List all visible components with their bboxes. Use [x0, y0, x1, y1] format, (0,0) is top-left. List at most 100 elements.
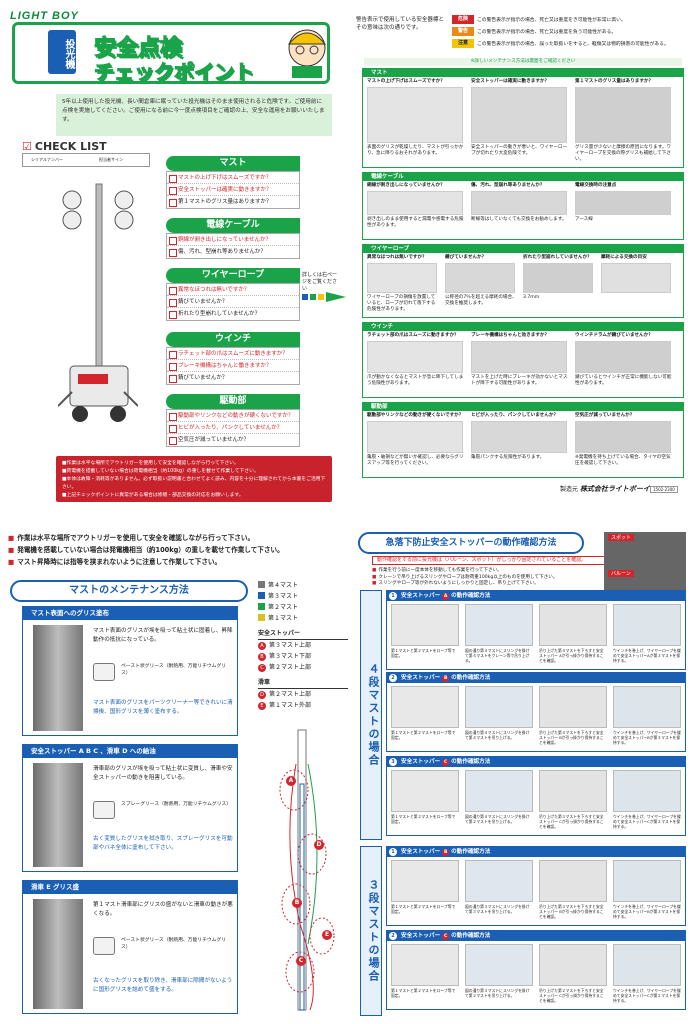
step-caption: ウインチを巻上げ、ワイヤーロープを緩めて安全ストッパーBが第３マストを保持する。 [613, 730, 681, 746]
document-code: 1502-2300 [650, 486, 678, 493]
mascot-illustration [287, 29, 327, 78]
checklist-item[interactable]: 傷、汚れ、型崩れ等ありませんか？ [167, 246, 299, 258]
checklist-item[interactable]: ヒビが入ったり、パンクしていませんか？ [167, 422, 299, 434]
balloon-label: バルーン [608, 570, 634, 577]
checklist-section-title: ウインチ [166, 332, 300, 347]
step-photo [391, 686, 459, 728]
mast-cross-section-diagram [279, 729, 335, 1011]
step-photo [539, 604, 607, 646]
checklist-item[interactable]: 第１マストのグリス量はありますか？ [167, 196, 299, 208]
step-title-prefix: 安全ストッパー [401, 849, 441, 855]
checklist-items: ラチェット部の爪はスムーズに動きますか？ブレーキ機構はちゃんと働きますか？錆びて… [166, 347, 300, 385]
detail-photo [367, 341, 463, 373]
detail-photo [575, 341, 671, 373]
step-caption: 図の通り第４マストにスリングを掛けて第２マストを吊り上げる。 [465, 814, 530, 825]
step-caption: 第１マストと第２マストをロープ等で固定。 [391, 904, 456, 915]
checklist-item[interactable]: 安全ストッパーは確実に動きますか？ [167, 184, 299, 196]
step-caption: 吊り上げた第４マストを下ろすと安全ストッパー Bが引っ掛かり保持することを確認。 [539, 730, 604, 746]
signal-word-table: 危険この警告表示が指示の場合、死亡又は重度をき可能性が非常に高い。 警告この警告… [452, 14, 684, 50]
step-title-prefix: 安全ストッパー [401, 933, 441, 939]
step-photo [465, 686, 533, 728]
step-photo [465, 770, 533, 812]
detail-note: 錆びているとウインチが正常に機能しない可能性があります。 [575, 375, 672, 386]
checklist-item[interactable]: 異常なほつれは無いですか？ [167, 284, 299, 296]
brand-logo: LIGHT BOY [10, 10, 79, 22]
step-caption: 吊り上げた第３マストを下ろすと安全ストッパー Bが引っ掛かり保持することを確認。 [539, 904, 604, 920]
title-line1: 安全点検 [93, 36, 183, 62]
detail-section-title: ウインチ [363, 323, 683, 331]
bullet-line: 作業を行う前に一度本体を移動しても作業を行って下さい。 [372, 568, 612, 575]
step-number: 1 [389, 592, 397, 600]
diagram-key: E [322, 930, 332, 940]
spot-label: スポット [608, 534, 635, 541]
checklist-section-title: 電線ケーブル [166, 218, 300, 233]
legend-label: 第２マスト上部 [269, 691, 312, 698]
detail-caption: ウインチドラムが錆びていませんか？ [575, 333, 653, 338]
detail-caption: 駆動部やリンクなどの動きが硬くないですか？ [367, 413, 464, 418]
step-caption: 吊り上げた第３マストを下ろすと安全ストッパー Cが引っ掛かり保持することを確認。 [539, 814, 604, 830]
warning-tag: 警告 [452, 27, 474, 36]
legend-row: 第３マスト [258, 591, 348, 602]
step-photo [613, 604, 681, 646]
warning-line: ■上記チェックポイントに異常がある場合は修繕・部品交換の対応をお願いします。 [62, 493, 244, 498]
detail-note: ワイヤーロープの損傷を放置していると、ロープが切れて落下する危険性があります。 [367, 295, 436, 312]
detail-section: マストマストの上げ下げはスムーズですか？安全ストッパーは確実に動きますか？第１マ… [362, 68, 684, 168]
step-photo [613, 944, 681, 986]
step-photo [613, 770, 681, 812]
maintenance-card-title: 安全ストッパー A B C 、滑車 D への給油 [23, 745, 237, 758]
checklist-item[interactable]: ブレーキ機構はちゃんと働きますか？ [167, 360, 299, 372]
maintenance-card: 滑車 E グリス盛第１マスト滑車部にグリスの盛がないと滑車の動きが悪くなる。ペー… [22, 880, 238, 1014]
checklist-item[interactable]: 錆びていませんか？ [167, 372, 299, 384]
solution-text: 古く変質したグリスを拭き取り、スプレーグリスを可動部やバネ全体に塗布して下さい。 [93, 836, 233, 851]
checklist-item[interactable]: 空気圧が減っていませんか？ [167, 434, 299, 446]
detail-section: 電線ケーブル銅線が剥き出しになっていませんか？傷、汚れ、型崩れ等ありませんか？電… [362, 172, 684, 240]
mast-photo [33, 763, 83, 867]
checklist-item[interactable]: 錆びていませんか？ [167, 296, 299, 308]
legend-label: 第３マスト下部 [269, 653, 312, 660]
detail-note: 爪が動かなくなるとマストが急に降下してしまう危険性があります。 [367, 375, 464, 386]
checklist-items: 駆動部やリンクなどの動きが硬くないですか？ヒビが入ったり、パンクしていませんか？… [166, 409, 300, 447]
step-caption: 吊り上げた第４マストを下ろすと安全ストッパー Aが引っ掛かり保持することを確認。 [539, 648, 604, 664]
checklist-item[interactable]: 駆動部やリンクなどの動きが硬くないですか？ [167, 410, 299, 422]
legend-label: 第２マスト上部 [269, 664, 312, 671]
arrow-right-icon [302, 292, 346, 302]
checklist-item[interactable]: ラチェット部の爪はスムーズに動きますか？ [167, 348, 299, 360]
maintenance-card: 安全ストッパー A B C 、滑車 D への給油滑車部のグリスが埃を吸って粘土状… [22, 744, 238, 872]
three-stage-label: ３段マストの場合 [360, 846, 382, 1016]
stopper-key: B [442, 675, 450, 682]
detail-section-title: 電線ケーブル [363, 173, 683, 181]
legend-label: 第２マスト [268, 604, 299, 611]
maintenance-card-title: 滑車 E グリス盛 [23, 881, 237, 894]
checklist-item[interactable]: 銅線が剥き出しになっていませんか？ [167, 234, 299, 246]
detail-photo [523, 263, 593, 293]
step-photo [465, 860, 533, 902]
checklist-items: 銅線が剥き出しになっていませんか？傷、汚れ、型崩れ等ありませんか？ [166, 233, 300, 259]
bullet-line: スリングやロープ等が外れないようにしっかりと固定し、吊り上げて下さい。 [372, 581, 612, 588]
checklist-item[interactable]: マストの上げ下げはスムーズですか？ [167, 172, 299, 184]
checklist-item[interactable]: 折れたり型崩れしていませんか？ [167, 308, 299, 320]
checklist-section-title: ワイヤーロープ [166, 268, 300, 283]
step-title-suffix: の動作確認方法 [451, 849, 491, 855]
step-caption: 図の通り第３マストにスリングを掛けて第３マストを吊り上げる。 [465, 904, 530, 915]
detail-caption: ラチェット部の爪はスムーズに動きますか？ [367, 333, 459, 338]
step-photo [391, 944, 459, 986]
legend-swatch [258, 581, 265, 588]
step-title-suffix: の動作確認方法 [451, 593, 491, 599]
checklist-section: 駆動部駆動部やリンクなどの動きが硬くないですか？ヒビが入ったり、パンクしていませ… [166, 394, 300, 447]
legend-label: 第３マスト [268, 593, 299, 600]
detail-section: ウインチラチェット部の爪はスムーズに動きますか？ブレーキ機構はちゃんと効きますか… [362, 322, 684, 398]
legend-swatch [258, 603, 265, 610]
step-caption: 第１マストと第２マストをロープ等で固定。 [391, 730, 456, 741]
step-title-prefix: 安全ストッパー [401, 593, 441, 599]
top-left-warning-box: ■作業は水平な場所でアウトリガーを使用して安全を確認しながら行って下さい。 ■荷… [56, 456, 332, 502]
detail-caption: 錆びていませんか？ [445, 255, 487, 260]
checklist-section: ウインチラチェット部の爪はスムーズに動きますか？ブレーキ機構はちゃんと働きますか… [166, 332, 300, 385]
stopper-key: A [258, 642, 266, 650]
step-caption: 図の通り第４マストにスリングを掛けて第４マストをクレーン等で吊り上げる。 [465, 648, 530, 664]
